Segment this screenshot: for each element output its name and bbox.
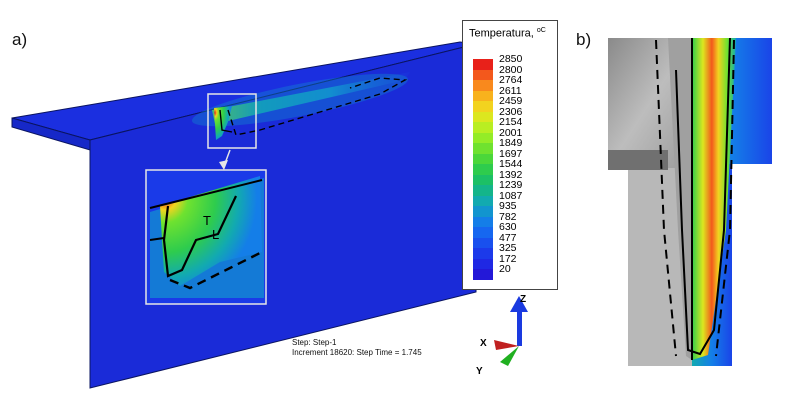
liquidus-line	[219, 109, 233, 133]
panel-label-b: b)	[576, 30, 592, 49]
zone-label-T: T	[203, 213, 211, 228]
legend-swatch	[473, 164, 493, 175]
legend-tick-label: 2611	[499, 84, 522, 97]
legend-swatch	[473, 101, 493, 112]
legend-tick-label: 782	[499, 210, 517, 223]
legend-swatch	[473, 174, 493, 185]
legend-swatch	[473, 258, 493, 269]
legend-tick-label: 172	[499, 252, 517, 265]
legend-tick-label: 1239	[499, 179, 523, 191]
legend-swatch	[473, 122, 493, 133]
legend-swatch	[473, 90, 493, 101]
axis-y-label: Y	[476, 366, 483, 377]
solidus-line	[227, 77, 408, 136]
legend-swatch	[473, 195, 493, 206]
micrograph	[608, 37, 772, 366]
step-info: Step: Step-1 Increment 18620: Step Time …	[292, 338, 422, 358]
legend-tick-label: 325	[499, 242, 517, 254]
step-line-2: Increment 18620: Step Time = 1.745	[292, 348, 422, 357]
legend-swatch	[473, 143, 493, 154]
melt-pool-small	[214, 106, 232, 140]
legend-tick-label: 2001	[499, 126, 523, 139]
legend-unit: oC	[536, 27, 546, 34]
arrow-head	[219, 160, 228, 170]
legend-tick-label: 1849	[499, 137, 523, 149]
liquidus-line-large	[162, 195, 237, 278]
inset-frame-small	[207, 93, 257, 149]
heat-halo	[191, 73, 409, 127]
melt-pool-large	[160, 176, 262, 286]
legend-swatch	[473, 206, 493, 217]
legend-tick-label: 1544	[499, 158, 523, 170]
axis-x-label: X	[480, 338, 487, 349]
legend-swatch	[473, 80, 493, 91]
fusion-zone	[692, 38, 736, 360]
legend-tick-label: 935	[499, 200, 517, 212]
legend-swatch	[473, 216, 493, 227]
legend-swatch	[473, 248, 493, 259]
panel-label-a: a)	[12, 30, 28, 49]
legend-tick-label: 2800	[499, 63, 523, 76]
axis-z-label: Z	[520, 294, 526, 305]
legend-swatch	[473, 69, 493, 80]
legend-swatch	[473, 132, 493, 143]
legend-color-bar	[473, 59, 493, 280]
legend-tick-label: 2306	[499, 105, 523, 118]
legend-swatch	[473, 111, 493, 122]
legend-tick-label: 1697	[499, 147, 523, 160]
step-line-1: Step: Step-1	[292, 338, 337, 347]
haz-line-left	[655, 39, 677, 357]
legend-tick-label: 1392	[499, 168, 523, 181]
legend-swatch	[473, 185, 493, 196]
legend-swatch	[473, 59, 493, 70]
legend-tick-label: 20	[499, 263, 511, 275]
legend-swatch	[473, 153, 493, 164]
legend-tick-label: 477	[499, 231, 517, 244]
axis-triad: Z X Y	[476, 294, 528, 377]
fusion-line	[675, 37, 731, 360]
legend-tick-label: 2764	[499, 74, 523, 86]
legend-title: Temperatura, oC	[469, 27, 546, 40]
legend-tick-label: 2154	[499, 116, 523, 128]
legend-swatch	[473, 237, 493, 248]
zone-label-L: L	[212, 227, 219, 242]
legend-swatch	[473, 227, 493, 238]
legend-swatch	[473, 269, 493, 280]
legend-tick-label: 1087	[499, 189, 523, 202]
legend-tick-label: 2850	[499, 53, 523, 65]
legend-tick-label: 630	[499, 221, 517, 233]
legend-tick-label: 2459	[499, 95, 523, 107]
haz-line-right	[715, 39, 735, 357]
